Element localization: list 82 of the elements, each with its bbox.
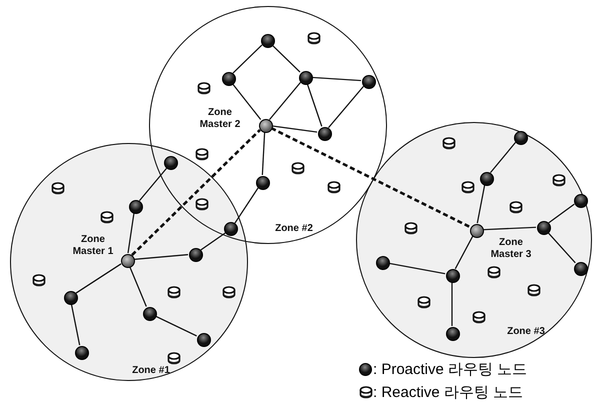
link-line	[490, 142, 516, 173]
reactive-node	[404, 222, 418, 235]
zone-master-node	[259, 119, 273, 133]
link-line	[232, 83, 262, 120]
link-line	[547, 232, 576, 264]
link-line	[272, 44, 300, 73]
legend-text: : Reactive 라우팅 노드	[373, 384, 524, 402]
reactive-node	[167, 286, 181, 299]
link-line	[200, 232, 226, 250]
proactive-node	[537, 221, 551, 235]
node-caption: Zone Master 2	[198, 107, 242, 131]
link-line	[76, 263, 122, 294]
proactive-node	[164, 156, 178, 170]
reactive-node	[307, 32, 321, 45]
link-line	[451, 282, 453, 326]
proactive-node	[256, 176, 270, 190]
proactive-node	[222, 72, 236, 86]
proactive-node	[446, 327, 460, 341]
zone-master-node	[121, 254, 135, 268]
proactive-node	[224, 222, 238, 236]
link-line	[482, 226, 536, 230]
proactive-node	[480, 172, 494, 186]
link-line	[70, 304, 80, 346]
reactive-node	[222, 286, 236, 299]
link-line	[548, 204, 575, 224]
reactive-node	[527, 284, 541, 297]
node-caption: Zone Master 3	[490, 237, 532, 261]
proactive-node	[362, 75, 376, 89]
proactive-node	[197, 333, 211, 347]
reactive-node	[461, 181, 475, 194]
proactive-node	[514, 131, 528, 145]
reactive-node	[509, 201, 523, 214]
reactive-node	[197, 82, 211, 95]
proactive-node	[64, 291, 78, 305]
proactive-node	[574, 262, 588, 276]
proactive-node	[446, 269, 460, 283]
link-line	[262, 132, 266, 176]
reactive-node	[167, 352, 181, 365]
link-line	[155, 316, 197, 336]
dashed-link-line	[270, 126, 470, 228]
reactive-node	[442, 137, 456, 150]
link-line	[129, 266, 147, 307]
reactive-node	[417, 296, 431, 309]
reactive-node	[195, 148, 209, 161]
proactive-node	[299, 71, 313, 85]
reactive-node	[32, 274, 46, 287]
reactive-node	[291, 162, 305, 175]
reactive-node	[100, 211, 114, 224]
proactive-node	[189, 248, 203, 262]
proactive-node	[261, 34, 275, 48]
link-line	[134, 254, 188, 260]
node-caption: Zone Master 1	[72, 234, 114, 258]
zone-label: Zone #3	[506, 326, 546, 338]
proactive-node	[129, 200, 143, 214]
reactive-node	[472, 311, 486, 324]
proactive-node	[143, 307, 157, 321]
dashed-link-line	[131, 128, 261, 256]
link-line	[312, 76, 362, 82]
proactive-node	[318, 127, 332, 141]
proactive-node	[574, 194, 588, 208]
link-line	[139, 168, 167, 202]
link-line	[234, 188, 259, 224]
link-line	[306, 83, 322, 127]
link-line	[272, 125, 318, 133]
reactive-node	[195, 198, 209, 211]
reactive-node	[327, 181, 341, 194]
proactive-node	[75, 346, 89, 360]
link-line	[328, 86, 364, 128]
link-line	[476, 184, 486, 224]
reactive-node	[51, 182, 65, 195]
link-line	[388, 262, 446, 274]
link-line	[127, 212, 135, 254]
link-line	[454, 236, 474, 270]
legend-text: : Proactive 라우팅 노드	[373, 361, 528, 379]
link-line	[232, 44, 262, 74]
proactive-node	[376, 256, 390, 270]
zone-label: Zone #2	[274, 223, 314, 235]
zone-label: Zone #1	[131, 365, 171, 377]
link-line	[269, 82, 301, 120]
reactive-node	[487, 266, 501, 279]
zone-master-node	[470, 224, 484, 238]
reactive-node	[552, 174, 566, 187]
